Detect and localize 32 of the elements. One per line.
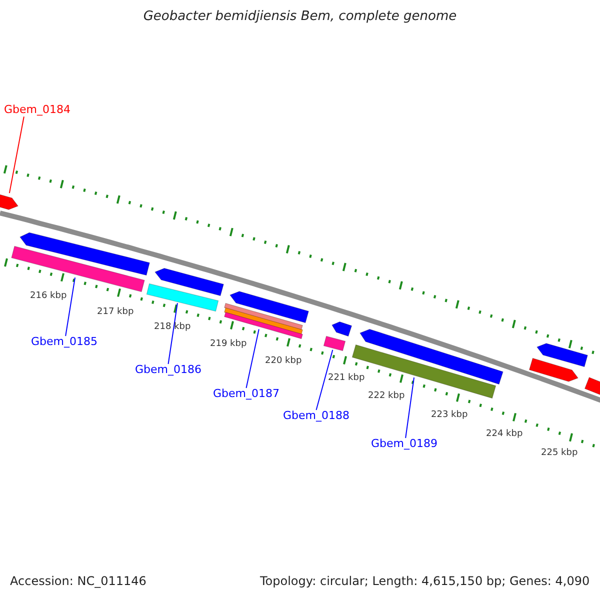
gene-feature — [323, 321, 352, 352]
gene-feature — [0, 192, 18, 210]
gene-label: Gbem_0185 — [31, 336, 98, 349]
gene-feature — [536, 343, 588, 368]
leader-line — [168, 302, 178, 364]
scale-label: 224 kbp — [486, 429, 523, 440]
gene-feature — [146, 268, 224, 312]
gene-label: Gbem_0187 — [213, 388, 280, 401]
gene-label: Gbem_0188 — [283, 410, 350, 423]
leader-line — [316, 349, 334, 410]
leader-line — [65, 277, 76, 336]
scale-label: 217 kbp — [97, 307, 134, 318]
gene-label: Gbem_0186 — [135, 364, 202, 377]
gene-feature — [528, 358, 578, 382]
diagram-title: Geobacter bemidjiensis Bem, complete genome — [142, 10, 458, 25]
scale-label: 216 kbp — [30, 291, 67, 302]
scale-label: 222 kbp — [368, 391, 405, 402]
gene-label: Gbem_0184 — [4, 104, 70, 117]
scale-label: 219 kbp — [210, 339, 247, 350]
gene-feature — [11, 232, 150, 292]
scale-label: 221 kbp — [328, 373, 365, 384]
gene-feature — [224, 291, 309, 340]
gene-label: Gbem_0189 — [371, 438, 438, 451]
scale-label: 225 kbp — [541, 448, 578, 458]
gene-feature — [584, 377, 600, 396]
leader-line — [8, 116, 24, 194]
scale-label: 223 kbp — [431, 410, 468, 420]
footer-text: Topology: circular; Length: 4,615,150 bp; Genes: 4,090 — [260, 575, 590, 589]
leader-line — [405, 377, 415, 438]
scale-label: 220 kbp — [265, 356, 302, 366]
footer-text: Accession: NC_011146 — [10, 575, 146, 589]
scale-label: 218 kbp — [154, 322, 191, 332]
